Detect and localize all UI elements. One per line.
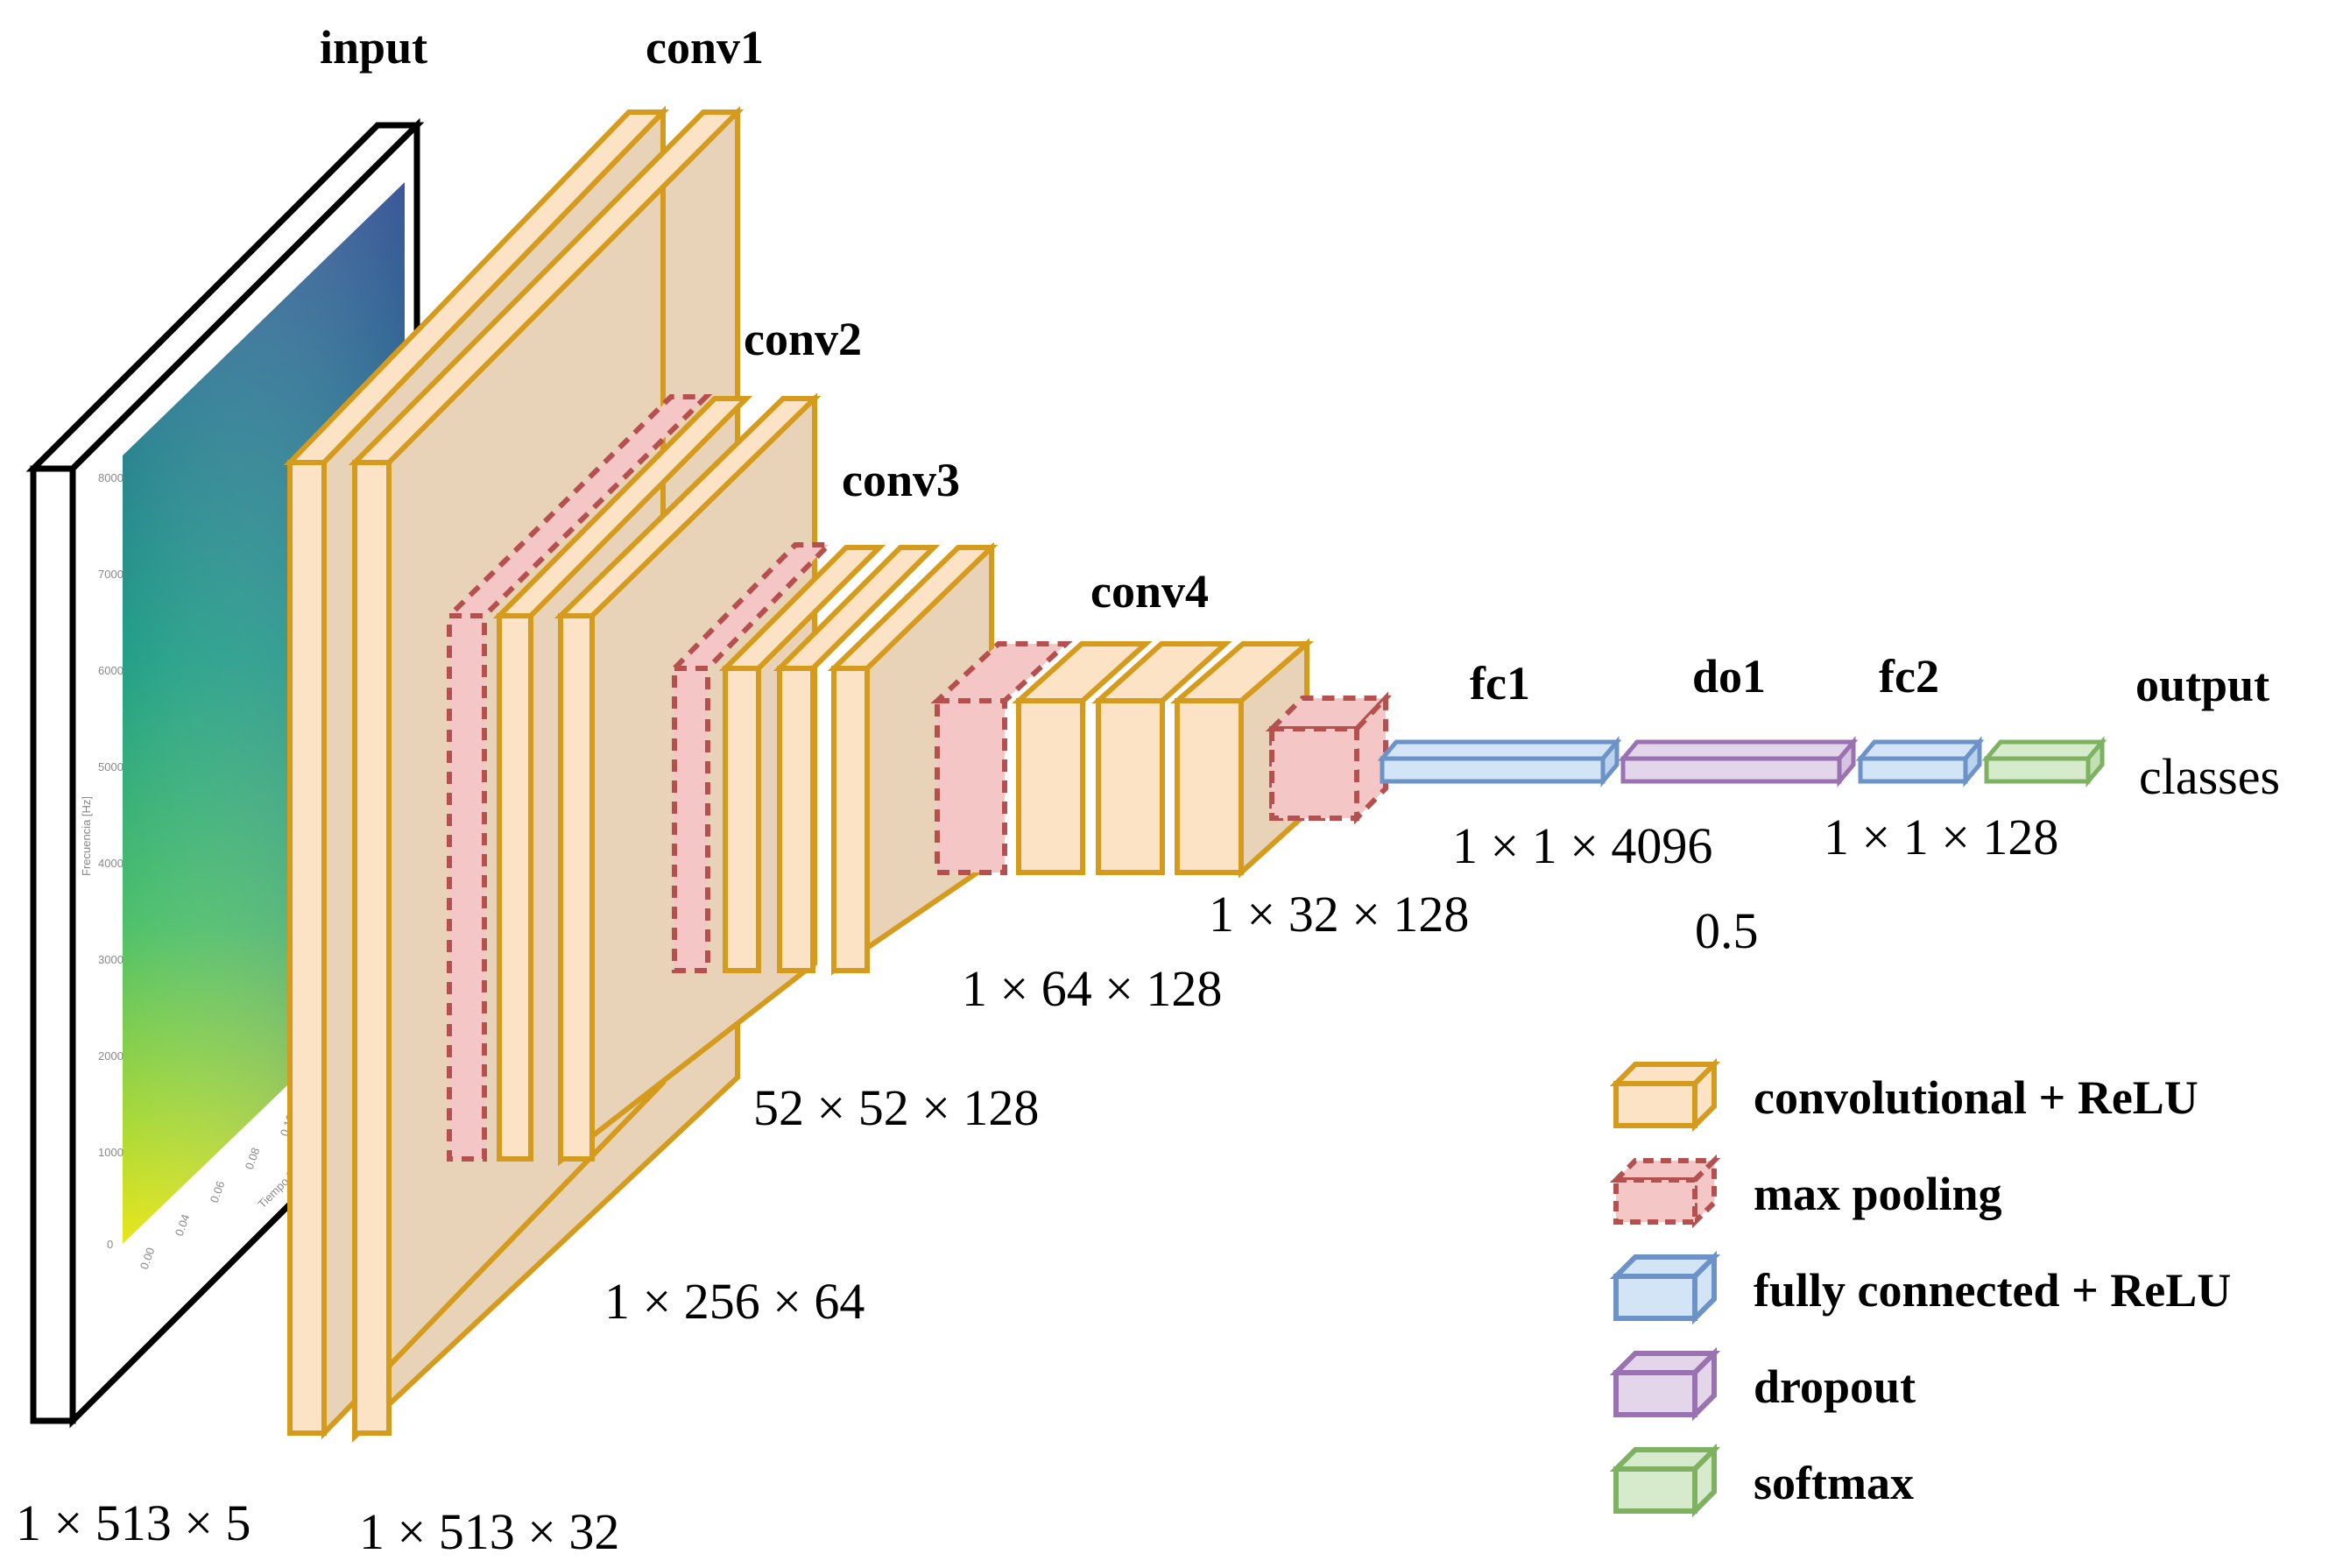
- legend-swatch-softmax: [1609, 1443, 1721, 1518]
- label-fc2: fc2: [1879, 650, 1939, 703]
- label-fc1: fc1: [1470, 657, 1530, 710]
- legend-label-softmax: softmax: [1754, 1457, 1914, 1509]
- legend-item-convolutional-relu: convolutional + ReLU: [1609, 1057, 2198, 1133]
- legend-item-softmax: softmax: [1609, 1443, 1914, 1518]
- conv3-layer: [667, 541, 999, 976]
- legend-label-max-pooling: max pooling: [1754, 1168, 2002, 1220]
- spec-y-tick: 2000: [98, 1049, 124, 1063]
- legend-swatch-max-pooling: [1609, 1154, 1721, 1229]
- spec-y-tick: 5000: [98, 760, 124, 773]
- conv4-layer: [930, 638, 1392, 879]
- legend-item-max-pooling: max pooling: [1609, 1154, 2002, 1229]
- label-conv4: conv4: [1090, 565, 1209, 618]
- conv2-pool: [442, 394, 713, 1162]
- fc2-layer: [1855, 736, 1985, 788]
- legend-label-convolutional-relu: convolutional + ReLU: [1754, 1071, 2198, 1124]
- softmax-layer: [1981, 736, 2107, 788]
- legend-item-dropout: dropout: [1609, 1346, 1916, 1422]
- conv3-pool: [667, 542, 836, 973]
- legend-item-fully-connected-relu: fully connected + ReLU: [1609, 1250, 2231, 1325]
- conv4-final-pool: [1265, 691, 1392, 825]
- label-conv1: conv1: [646, 21, 764, 74]
- label-conv2: conv2: [744, 313, 862, 365]
- legend-label-dropout: dropout: [1754, 1360, 1916, 1413]
- dim-conv2: 1 × 256 × 64: [604, 1273, 865, 1330]
- label-output: output: [2135, 659, 2269, 711]
- dim-conv4-b: 1 × 32 × 128: [1209, 886, 1469, 943]
- legend: convolutional + ReLU max pooling fully con…: [1609, 1057, 2231, 1518]
- spec-y-tick: 8000: [98, 471, 124, 484]
- dim-fc2: 1 × 1 × 128: [1824, 809, 2058, 865]
- conv4-pool: [930, 641, 1073, 875]
- legend-swatch-convolutional-relu: [1609, 1057, 1721, 1133]
- label-do1: do1: [1692, 650, 1766, 703]
- spec-y-label: Frecuencia [Hz]: [80, 796, 93, 876]
- do1-layer: [1618, 736, 1859, 788]
- spec-y-tick: 1000: [98, 1146, 124, 1159]
- legend-swatch-fully-connected-relu: [1609, 1250, 1721, 1325]
- label-classes: classes: [2139, 748, 2280, 805]
- spec-y-tick: 6000: [98, 664, 124, 677]
- dim-conv3: 52 × 52 × 128: [753, 1079, 1039, 1136]
- spec-y-tick: 3000: [98, 953, 124, 966]
- dim-input: 1 × 513 × 5: [16, 1494, 251, 1551]
- legend-label-fully-connected-relu: fully connected + ReLU: [1754, 1264, 2231, 1317]
- label-conv3: conv3: [842, 454, 960, 506]
- dim-fc1: 1 × 1 × 4096: [1452, 817, 1712, 874]
- fc1-layer: [1377, 736, 1622, 788]
- label-input: input: [320, 21, 427, 74]
- dim-conv1: 1 × 513 × 32: [359, 1503, 619, 1560]
- spec-y-tick: 4000: [98, 857, 124, 870]
- dim-dropout-rate: 0.5: [1695, 902, 1759, 959]
- spec-y-tick: 0: [107, 1238, 113, 1251]
- dim-conv4-a: 1 × 64 × 128: [962, 960, 1222, 1017]
- legend-swatch-dropout: [1609, 1346, 1721, 1422]
- spec-y-tick: 7000: [98, 568, 124, 581]
